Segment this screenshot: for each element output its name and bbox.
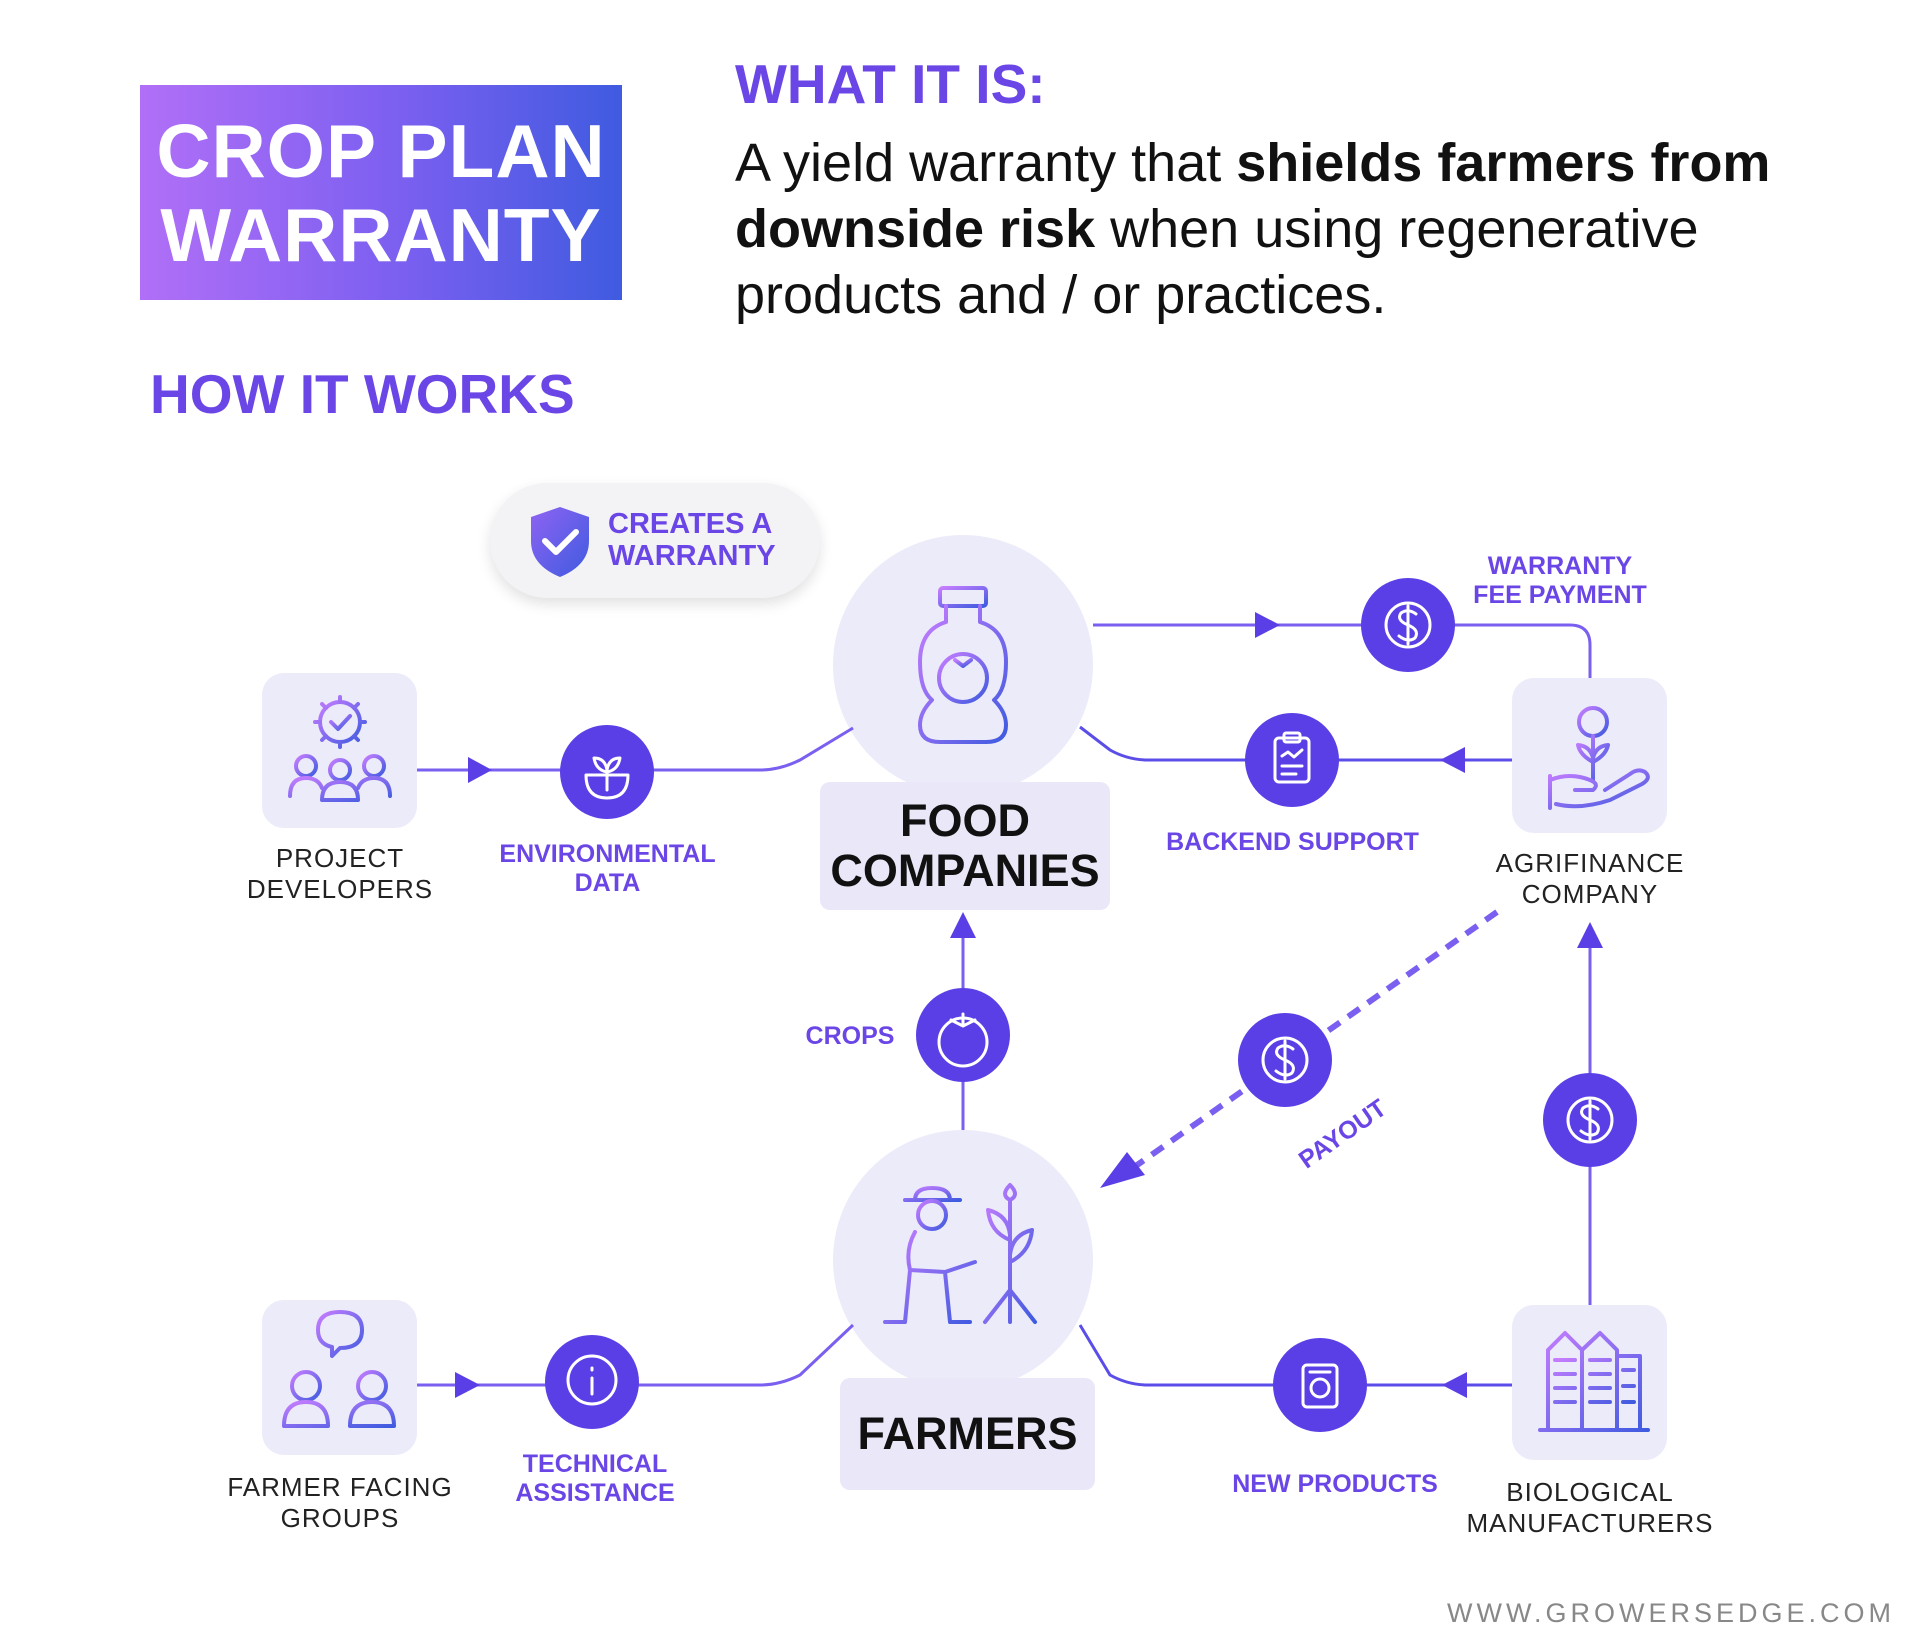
project-developers-tile <box>262 673 417 828</box>
dollar-icon <box>1384 601 1432 649</box>
biological-manufacturers-tile <box>1512 1305 1667 1460</box>
line-technical-assistance <box>417 1323 855 1387</box>
page-title: CROP PLAN WARRANTY <box>156 108 606 277</box>
farmer-groups-tile <box>262 1300 417 1455</box>
crops-circle <box>916 988 1010 1082</box>
arrow-warranty-fee <box>1255 612 1280 638</box>
factory-icon <box>1538 1331 1650 1432</box>
footer-url[interactable]: WWW.GROWERSEDGE.COM <box>1447 1598 1895 1628</box>
backend-support-circle <box>1245 713 1339 807</box>
warranty-fee-label: WARRANTY FEE PAYMENT <box>1473 552 1647 609</box>
arrow-backend <box>1440 747 1465 773</box>
food-companies-label: FOOD COMPANIES <box>820 782 1110 910</box>
clipboard-icon <box>1273 731 1311 784</box>
farmer-facing-groups-label: FARMER FACING GROUPS <box>227 1472 453 1533</box>
hand-money-plant-icon <box>1548 706 1650 810</box>
how-it-works-heading: HOW IT WORKS <box>150 363 575 425</box>
farmers-node <box>833 1130 1093 1390</box>
callout-text: CREATES A WARRANTY <box>608 508 776 572</box>
tomato-icon <box>937 1012 989 1068</box>
project-developers-label: PROJECT DEVELOPERS <box>246 843 434 904</box>
arrow-env-data <box>468 757 492 783</box>
what-it-is-heading: WHAT IT IS: <box>735 53 1046 115</box>
ketchup-bottle-icon <box>918 586 1008 744</box>
what-it-is-description: A yield warranty that shields farmers fr… <box>735 133 1771 325</box>
agrifinance-label: AGRIFINANCE COMPANY <box>1495 848 1685 909</box>
new-products-circle <box>1273 1338 1367 1432</box>
dollar-icon <box>1261 1036 1309 1084</box>
line-env-data <box>417 726 854 772</box>
environmental-data-label: ENVIRONMENTAL DATA <box>499 840 716 897</box>
line-backend-support <box>1079 725 1512 762</box>
people-chat-icon <box>282 1310 396 1428</box>
technical-assistance-label: TECHNICAL ASSISTANCE <box>515 1450 675 1507</box>
agrifinance-tile <box>1512 678 1667 833</box>
product-bag-icon <box>1301 1363 1339 1409</box>
line-new-products <box>1078 1324 1512 1387</box>
seedling-gear-icon <box>584 756 630 800</box>
new-products-label: NEW PRODUCTS <box>1232 1470 1438 1498</box>
farmer-icon <box>883 1183 1037 1324</box>
backend-support-label: BACKEND SUPPORT <box>1166 828 1419 856</box>
shield-check-icon <box>531 507 589 577</box>
arrow-payout <box>1100 1152 1145 1188</box>
line-warranty-fee <box>1093 623 1592 678</box>
arrow-new-products <box>1442 1372 1467 1398</box>
title-box: CROP PLAN WARRANTY <box>140 85 622 300</box>
team-gear-icon <box>288 695 392 802</box>
arrow-bio-agrifinance <box>1577 922 1603 948</box>
farmers-label: FARMERS <box>840 1378 1095 1490</box>
crops-label: CROPS <box>805 1022 895 1050</box>
dollar-icon <box>1566 1096 1614 1144</box>
arrow-technical <box>455 1372 480 1398</box>
arrow-crops <box>950 912 976 938</box>
biological-manufacturers-label: BIOLOGICAL MANUFACTURERS <box>1466 1477 1714 1538</box>
info-icon <box>566 1354 618 1406</box>
